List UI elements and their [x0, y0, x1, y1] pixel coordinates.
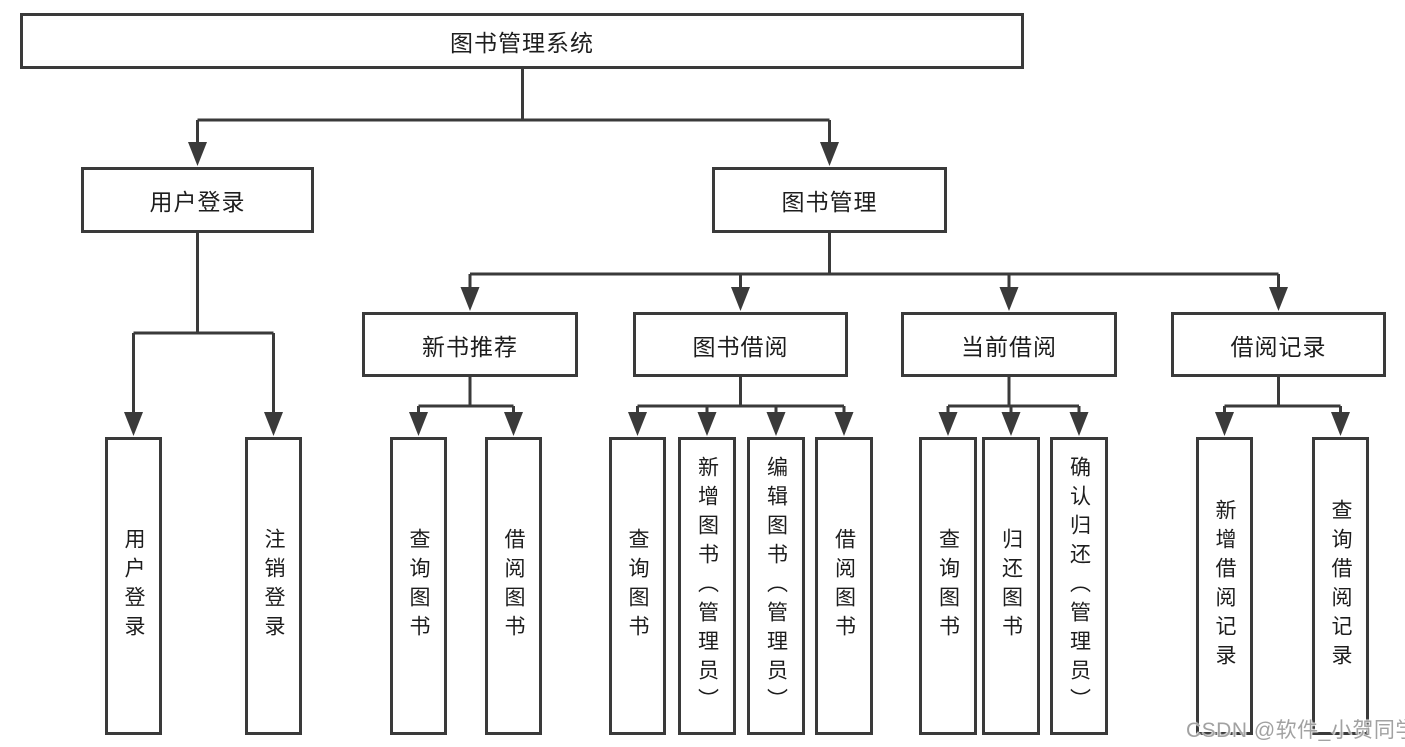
leaf-add-borrow-record: 新增借阅记录 — [1196, 437, 1253, 735]
leaf-query-books-borrow: 查询图书 — [609, 437, 666, 735]
leaf-add-books-admin: 新增图书（管理员） — [678, 437, 736, 735]
node-user-login: 用户登录 — [81, 167, 314, 233]
leaf-logout: 注销登录 — [245, 437, 302, 735]
node-borrow-records: 借阅记录 — [1171, 312, 1386, 377]
leaf-user-login: 用户登录 — [105, 437, 162, 735]
leaf-query-books-current: 查询图书 — [919, 437, 977, 735]
leaf-confirm-return-admin: 确认归还（管理员） — [1050, 437, 1108, 735]
node-new-book-recommend: 新书推荐 — [362, 312, 578, 377]
leaf-edit-books-admin: 编辑图书（管理员） — [747, 437, 805, 735]
arrowhead-icons — [124, 142, 1350, 436]
node-current-borrow: 当前借阅 — [901, 312, 1117, 377]
leaf-query-borrow-record: 查询借阅记录 — [1312, 437, 1369, 735]
node-root-system: 图书管理系统 — [20, 13, 1024, 69]
csdn-watermark: CSDN @软件_小贺同学 — [1186, 719, 1405, 742]
node-book-management: 图书管理 — [712, 167, 947, 233]
leaf-borrow-books-recommend: 借阅图书 — [485, 437, 542, 735]
leaf-query-books-recommend: 查询图书 — [390, 437, 447, 735]
leaf-return-books: 归还图书 — [982, 437, 1040, 735]
leaf-borrow-books: 借阅图书 — [815, 437, 873, 735]
node-book-borrow: 图书借阅 — [633, 312, 848, 377]
